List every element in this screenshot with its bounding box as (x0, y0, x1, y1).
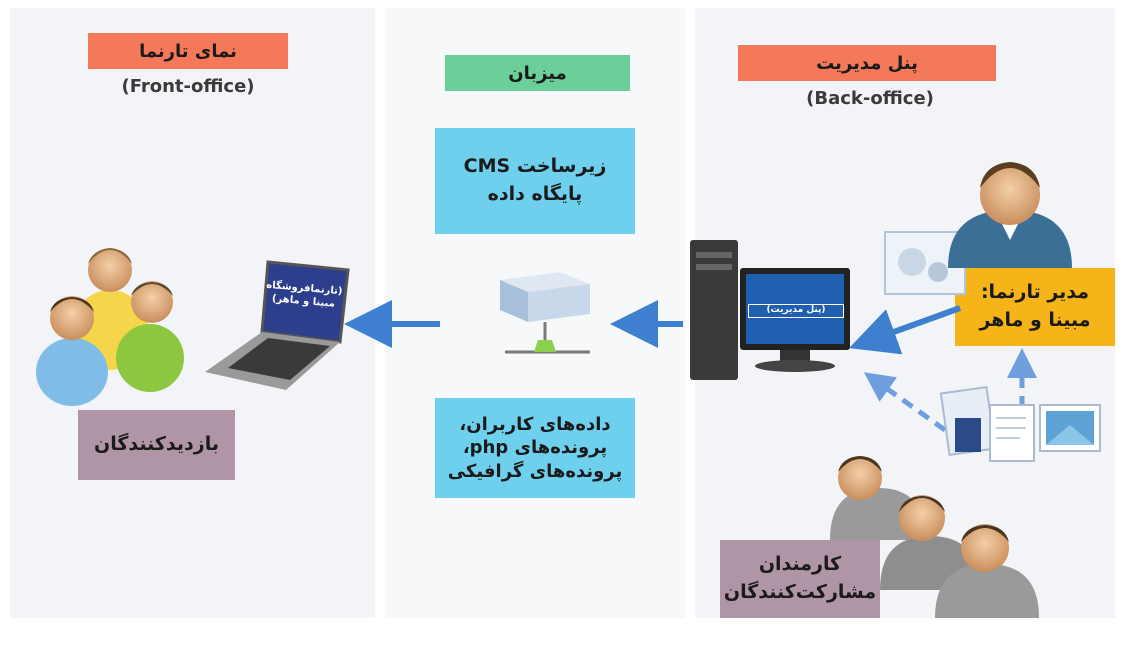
cms-box-line-2: پایگاه داده (487, 183, 583, 205)
host-column (385, 8, 685, 618)
back-office-header: پنل مدیریت (738, 45, 996, 81)
host-header: میزبان (445, 55, 630, 91)
admin-box-line-2: مبینا و ماهر (979, 309, 1091, 331)
data-box-line-3: پرونده‌های گرافیکی (447, 460, 623, 482)
staff-box: کارمندان مشارکت‌کنندگان (720, 540, 880, 618)
data-box: داده‌های کاربران، پرونده‌های php، پرونده… (435, 398, 635, 498)
monitor-screen-text: (پنل مدیریت) (748, 304, 844, 318)
visitors-box: بازدیدکنندگان (78, 410, 235, 480)
data-box-line-2: پرونده‌های php، (462, 437, 608, 459)
admin-box: مدیر تارنما: مبینا و ماهر (955, 268, 1115, 346)
back-office-subheader: (Back-office) (806, 88, 934, 109)
staff-box-line-1: کارمندان (758, 553, 842, 576)
front-office-header: نمای تارنما (88, 33, 288, 69)
admin-box-line-1: مدیر تارنما: (980, 281, 1090, 304)
data-box-line-1: داده‌های کاربران، (459, 413, 611, 435)
front-office-subheader: (Front-office) (121, 76, 255, 97)
staff-box-line-2: مشارکت‌کنندگان (723, 581, 877, 603)
cms-box: زیرساخت CMS پایگاه داده (435, 128, 635, 234)
cms-box-line-1: زیرساخت CMS (463, 155, 607, 178)
front-office-column (10, 8, 375, 618)
